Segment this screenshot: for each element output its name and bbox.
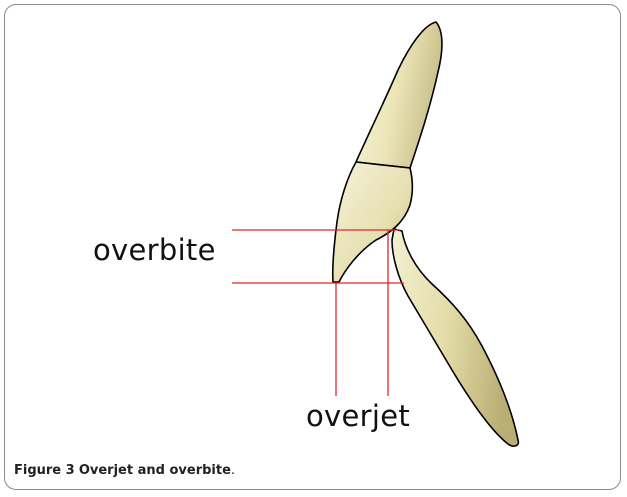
caption-end: . [231,463,235,478]
caption-text: Overjet and overbite [79,463,231,478]
caption-number: Figure 3 [14,463,75,478]
overjet-label: overjet [306,402,410,431]
upper-incisor-root [356,22,442,168]
lower-incisor [392,229,518,446]
overbite-label: overbite [93,236,216,265]
figure-caption: Figure 3 Overjet and overbite. [14,464,235,477]
